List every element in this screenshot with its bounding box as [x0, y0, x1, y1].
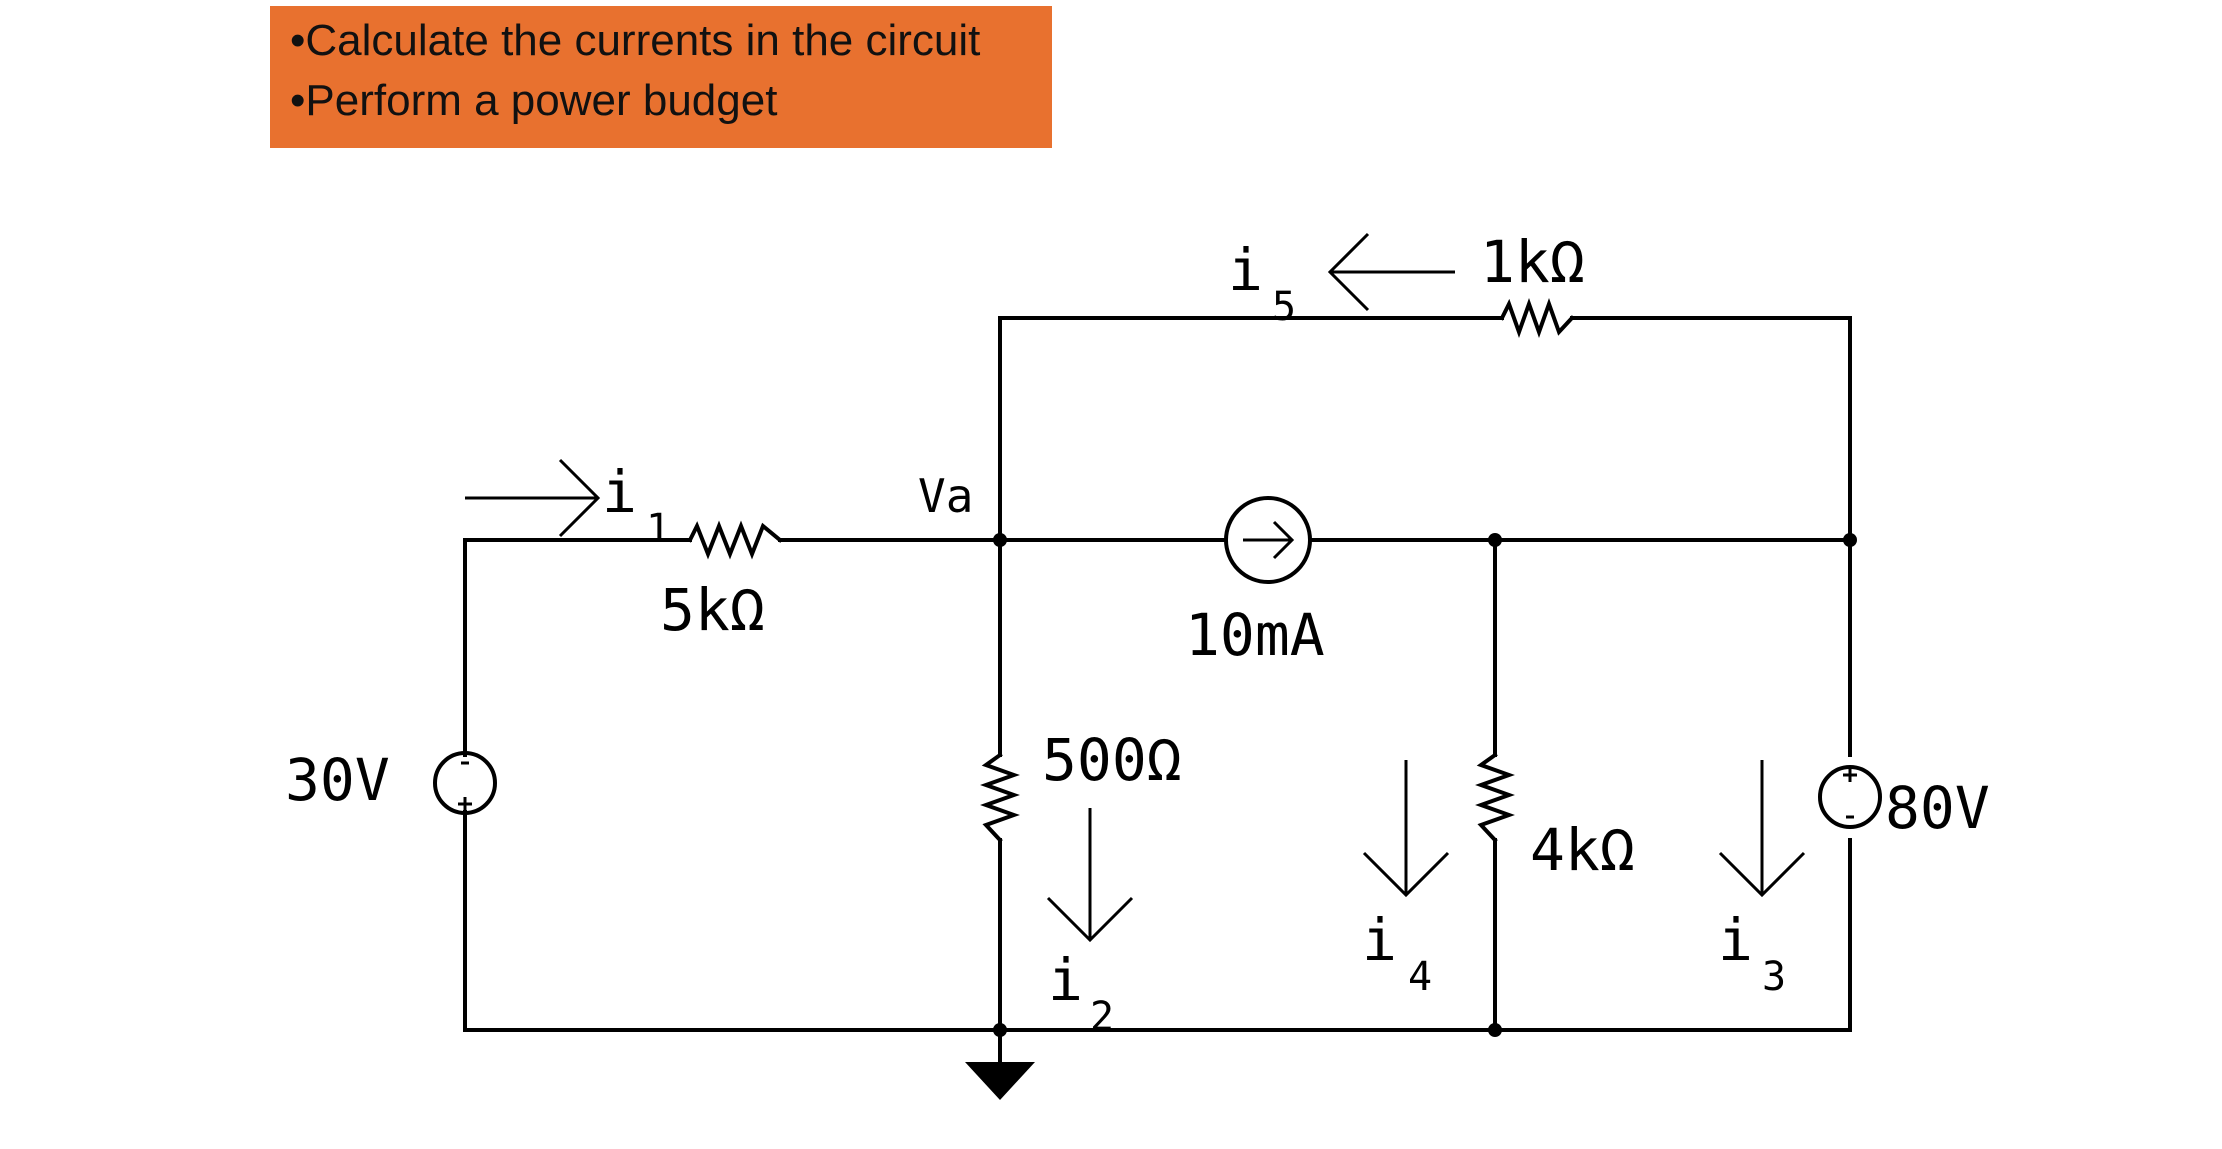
resistor-500 — [980, 752, 1020, 843]
label-i5: i 5 — [1228, 236, 1296, 330]
label-80v: 80V — [1885, 774, 1990, 842]
label-500: 500Ω — [1042, 726, 1182, 794]
task-line-1: •Calculate the currents in the circuit — [290, 16, 981, 65]
i2-main: i — [1048, 946, 1083, 1014]
arrow-i2 — [1046, 808, 1134, 943]
label-5k: 5kΩ — [660, 576, 765, 644]
node-label-va: Va — [918, 469, 973, 523]
i4-main: i — [1362, 906, 1397, 974]
i5-sub: 5 — [1272, 284, 1296, 330]
arrow-i1 — [465, 458, 601, 538]
arrow-i4 — [1362, 760, 1450, 898]
i2-sub: 2 — [1090, 994, 1114, 1040]
label-4k: 4kΩ — [1530, 816, 1635, 884]
i3-main: i — [1718, 906, 1753, 974]
arrow-i3 — [1718, 760, 1806, 898]
i5-main: i — [1228, 236, 1263, 304]
resistor-1k — [1499, 298, 1575, 338]
resistor-5k — [687, 520, 783, 560]
task-line-2: •Perform a power budget — [290, 76, 778, 125]
label-30v: 30V — [285, 746, 390, 814]
task-box — [270, 6, 1052, 148]
resistor-4k — [1475, 752, 1515, 843]
label-i3: i 3 — [1718, 906, 1786, 1000]
ground-symbol — [965, 1028, 1035, 1100]
wires — [463, 316, 1852, 1032]
current-source-10ma — [1224, 496, 1312, 584]
label-1k: 1kΩ — [1480, 228, 1585, 296]
label-10ma: 10mA — [1185, 601, 1325, 669]
label-i4: i 4 — [1362, 906, 1432, 1000]
i1-main: i — [602, 458, 637, 526]
i4-sub: 4 — [1408, 954, 1432, 1000]
label-i1: i 1 — [602, 458, 670, 552]
i3-sub: 3 — [1762, 954, 1786, 1000]
label-i2: i 2 — [1048, 946, 1114, 1040]
arrow-i5 — [1327, 232, 1455, 312]
voltage-source-80v — [1818, 765, 1882, 829]
i1-sub: 1 — [646, 506, 670, 552]
voltage-source-30v — [433, 751, 497, 815]
